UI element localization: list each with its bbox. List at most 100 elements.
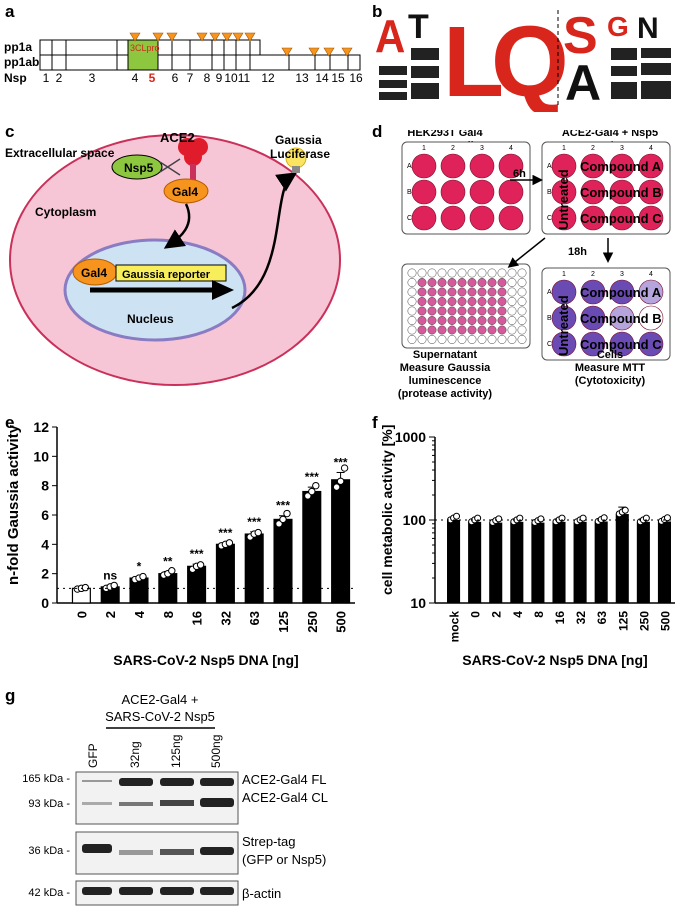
plate-well (609, 153, 635, 179)
plate96-well (487, 268, 497, 278)
compound-label: Compound B (580, 311, 662, 326)
plate96-well (477, 325, 487, 335)
plate-col-label: 3 (620, 271, 624, 278)
bar (531, 522, 545, 603)
plate96-well (477, 316, 487, 325)
plate-well (638, 153, 664, 179)
plate-well (638, 279, 664, 305)
plate96-well (497, 278, 507, 287)
plate-row-label: C (547, 341, 552, 348)
logo-letter-7: A (565, 55, 601, 111)
plate-well (638, 305, 664, 331)
protease-box (127, 39, 159, 71)
plate-well (580, 305, 606, 331)
panel-label-g: g (5, 686, 16, 705)
arrow-supernatant (507, 237, 546, 268)
plate-row-label: B (547, 189, 552, 196)
plate-well (638, 179, 664, 205)
data-point (600, 514, 608, 522)
nsp-number: 9 (216, 71, 223, 85)
panel-label-d: d (372, 122, 383, 141)
plate-row-label: A (407, 163, 412, 170)
plate96-well (477, 335, 487, 344)
plate96-well (467, 268, 477, 278)
bar (468, 521, 482, 603)
plate96-well (447, 278, 457, 287)
plate96-well (477, 268, 487, 278)
plate-col-label: 2 (591, 271, 595, 278)
plate96-well (467, 316, 477, 325)
pp1ab-label: pp1ab (4, 55, 39, 69)
logo-letter-6: G (607, 11, 629, 42)
y-axis-title: cell metabolic activity [%] (379, 425, 395, 595)
band-label-cl: ACE2-Gal4 CL (242, 790, 328, 805)
y-tick-label: 6 (41, 507, 49, 523)
y-tick-label: 4 (41, 536, 49, 552)
band-label-strep-sub: (GFP or Nsp5) (242, 852, 326, 867)
plate-supernatant (401, 263, 531, 349)
plate96-well (517, 325, 527, 335)
x-tick-label: 8 (161, 611, 176, 618)
plate96-well (407, 297, 417, 306)
plate96-well (487, 325, 497, 335)
plate96-well (497, 306, 507, 316)
data-point (312, 481, 320, 490)
nsp5-label: Nsp5 (124, 161, 154, 175)
marker-165: 165 kDa - (22, 773, 70, 785)
y-tick-label: 0 (41, 595, 49, 611)
data-point (283, 509, 291, 518)
plate96-well (497, 268, 507, 278)
ace2-receptor (178, 138, 208, 182)
plate-well (609, 331, 635, 357)
plate96-well (477, 297, 487, 306)
y-tick-label: 100 (403, 512, 427, 528)
plate96-well (507, 278, 517, 287)
plate-well (638, 331, 664, 357)
x-tick-label: 2 (103, 611, 118, 618)
plate-well (469, 179, 495, 205)
plate96-well (447, 287, 457, 297)
data-point (336, 477, 345, 485)
x-axis-title: SARS-CoV-2 Nsp5 DNA [ng] (462, 652, 647, 668)
x-tick-label: mock (448, 611, 462, 643)
plate-well (580, 279, 606, 305)
plate-well (440, 179, 466, 205)
compound-label: Compound C (580, 337, 662, 352)
lane-gfp: GFP (86, 743, 100, 768)
panel-label-b: b (372, 2, 383, 21)
nucleus-label: Nucleus (127, 312, 174, 326)
scissors-icon (159, 158, 181, 176)
plate96-well (507, 306, 517, 316)
bar (331, 479, 351, 604)
plate-well (551, 153, 577, 179)
x-tick-label: 125 (616, 611, 630, 631)
marker-42: 42 kDa - (28, 887, 70, 899)
plate-col-label: 1 (562, 145, 566, 152)
nsp-number: 14 (315, 71, 329, 85)
y-tick-label: 10 (33, 448, 49, 464)
plate96-well (487, 287, 497, 297)
data-point (474, 514, 482, 522)
nsp-number: 4 (132, 71, 139, 85)
plate96-well (407, 278, 417, 287)
plate96-well (417, 325, 427, 335)
untreated-label: Untreated (556, 295, 571, 356)
data-point (579, 514, 587, 522)
plate96-well (437, 316, 447, 325)
plate96-well (447, 268, 457, 278)
plate96-well (487, 297, 497, 306)
data-point (225, 539, 234, 547)
reporter-label: Gaussia reporter (122, 269, 211, 281)
plate96-well (427, 335, 437, 344)
x-tick-label: 32 (574, 611, 588, 625)
bar (302, 490, 322, 604)
plate96-well (497, 297, 507, 306)
data-point (453, 512, 461, 520)
plate-well (551, 179, 577, 205)
plate96-well (407, 268, 417, 278)
plate96-well (417, 316, 427, 325)
data-point (279, 515, 287, 524)
significance-mark: *** (305, 470, 319, 484)
